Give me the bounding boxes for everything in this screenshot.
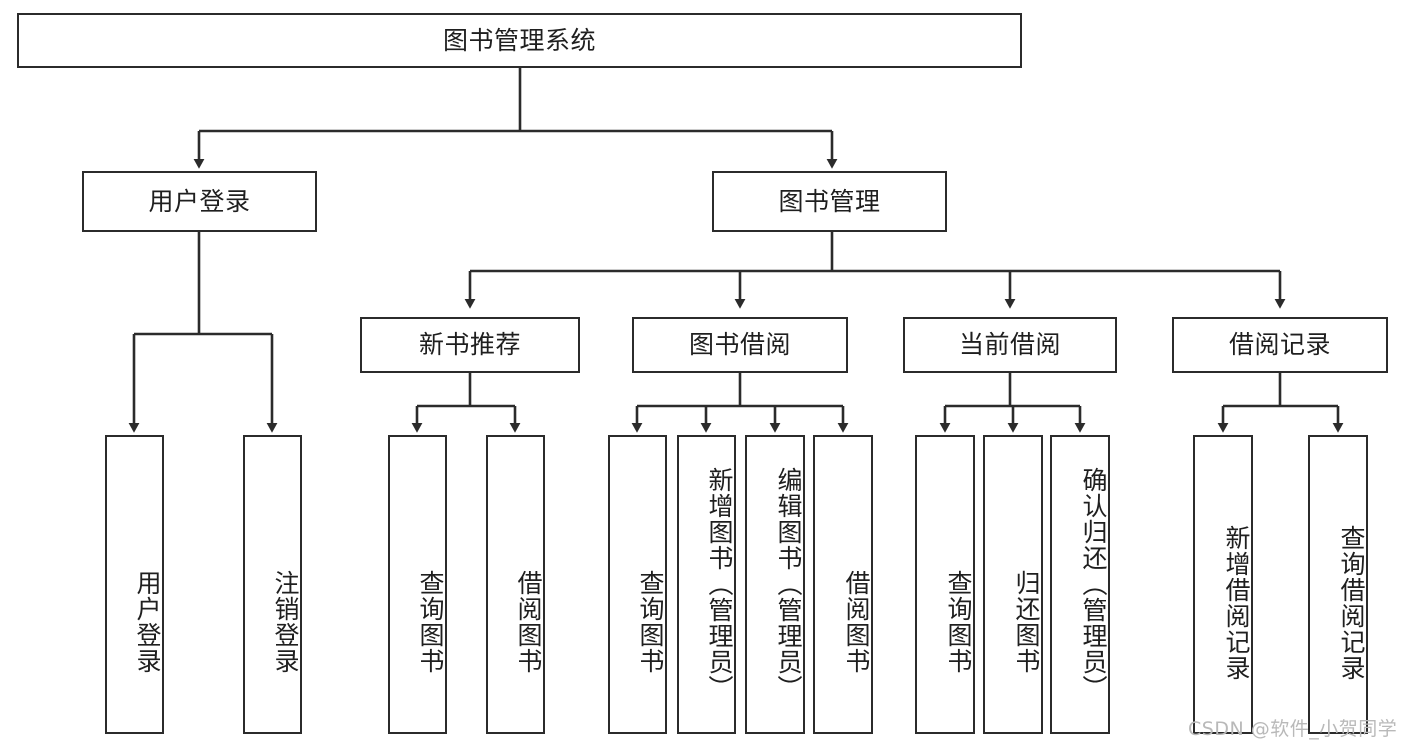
node-label: 确认归还（管理员） <box>1079 466 1108 701</box>
node-label: 当前借阅 <box>958 330 1061 360</box>
leaf-current-borrow-return-book[interactable]: 归还图书 <box>983 435 1043 734</box>
node-label: 图书管理 <box>778 186 881 216</box>
node-label: 借阅图书 <box>842 569 871 674</box>
node-book-management[interactable]: 图书管理 <box>712 171 947 232</box>
leaf-current-borrow-confirm-return-admin[interactable]: 确认归还（管理员） <box>1050 435 1110 734</box>
node-label: 新增借阅记录 <box>1222 524 1251 681</box>
leaf-user-login-logout[interactable]: 注销登录 <box>243 435 302 734</box>
leaf-borrow-record-add-record[interactable]: 新增借阅记录 <box>1193 435 1253 734</box>
node-label: 新书推荐 <box>418 330 521 360</box>
node-user-login[interactable]: 用户登录 <box>82 171 317 232</box>
node-label: 查询图书 <box>944 569 973 674</box>
node-label: 查询借阅记录 <box>1337 524 1366 681</box>
leaf-new-book-query-book[interactable]: 查询图书 <box>388 435 447 734</box>
node-book-borrow[interactable]: 图书借阅 <box>632 317 848 373</box>
node-label: 查询图书 <box>416 569 445 674</box>
node-new-book-recommend[interactable]: 新书推荐 <box>360 317 580 373</box>
node-label: 图书借阅 <box>688 330 791 360</box>
leaf-book-borrow-borrow-book[interactable]: 借阅图书 <box>813 435 873 734</box>
node-label: 编辑图书（管理员） <box>774 466 803 701</box>
node-label: 归还图书 <box>1012 569 1041 674</box>
node-label: 图书管理系统 <box>442 25 596 55</box>
node-label: 用户登录 <box>148 186 251 216</box>
leaf-current-borrow-query-book[interactable]: 查询图书 <box>915 435 975 734</box>
node-label: 查询图书 <box>636 569 665 674</box>
leaf-book-borrow-add-book-admin[interactable]: 新增图书（管理员） <box>677 435 736 734</box>
node-label: 借阅图书 <box>514 569 543 674</box>
node-label: 用户登录 <box>133 569 162 674</box>
leaf-new-book-borrow-book[interactable]: 借阅图书 <box>486 435 545 734</box>
node-label: 新增图书（管理员） <box>705 466 734 701</box>
leaf-book-borrow-query-book[interactable]: 查询图书 <box>608 435 667 734</box>
leaf-book-borrow-edit-book-admin[interactable]: 编辑图书（管理员） <box>745 435 805 734</box>
node-root-book-management-system[interactable]: 图书管理系统 <box>17 13 1022 68</box>
node-label: 借阅记录 <box>1228 330 1331 360</box>
leaf-borrow-record-query-record[interactable]: 查询借阅记录 <box>1308 435 1368 734</box>
node-borrow-record[interactable]: 借阅记录 <box>1172 317 1388 373</box>
leaf-user-login-login[interactable]: 用户登录 <box>105 435 164 734</box>
node-current-borrow[interactable]: 当前借阅 <box>903 317 1117 373</box>
csdn-watermark: CSDN @软件_小贺同学 <box>1188 718 1398 740</box>
node-label: 注销登录 <box>271 569 300 674</box>
